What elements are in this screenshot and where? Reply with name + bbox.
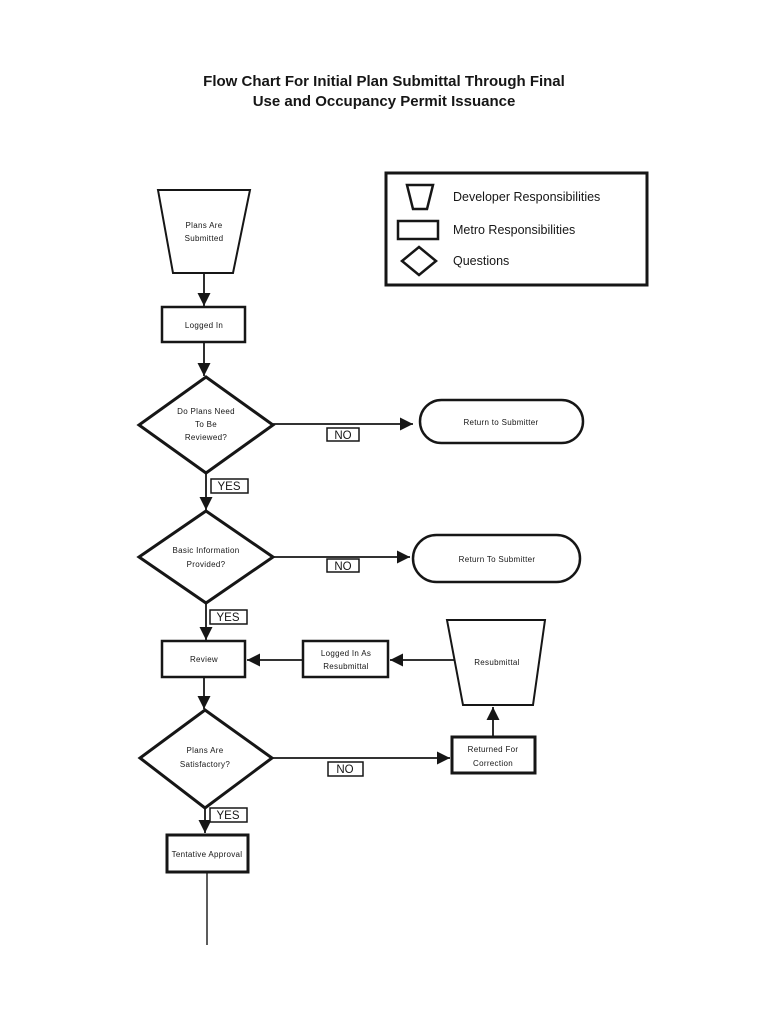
edge-label-yes-1: YES <box>210 478 249 494</box>
legend: Developer Responsibilities Metro Respons… <box>384 171 649 287</box>
diamond-shape <box>136 375 276 475</box>
legend-diamond-icon <box>400 245 438 277</box>
trapezoid-shape <box>445 619 547 706</box>
diamond-shape <box>136 509 276 605</box>
no-label-text: NO <box>334 430 351 442</box>
yes-label-text: YES <box>216 810 239 822</box>
decision-satisfactory-line-1: Plans Are <box>187 746 224 755</box>
node-resubmittal-label: Resubmittal <box>474 658 520 667</box>
decision-satisfactory-line-2: Satisfactory? <box>180 760 230 769</box>
no-label-text: NO <box>336 764 353 776</box>
stadium-shape <box>418 398 585 445</box>
decision-basic-info-line-1: Basic Information <box>173 546 240 555</box>
node-returned-for-correction: Returned For Correction <box>450 735 537 775</box>
terminator-return-to-submitter-1: Return to Submitter <box>418 398 585 445</box>
decision-basic-info: Basic Information Provided? <box>136 509 276 605</box>
node-logged-in-as-resubmittal: Logged In As Resubmittal <box>301 639 390 679</box>
node-tentative-approval: Tentative Approval <box>165 833 250 874</box>
node-returned-for-correction-line-1: Returned For <box>468 745 519 754</box>
node-tentative-approval-label: Tentative Approval <box>172 850 243 859</box>
rect-shape <box>160 305 247 344</box>
node-logged-in-label: Logged In <box>185 321 223 330</box>
yes-label-box <box>209 807 248 823</box>
yes-label-box <box>210 478 249 494</box>
legend-label-questions: Questions <box>453 254 509 268</box>
edge-label-yes-3: YES <box>209 807 248 823</box>
legend-label-developer: Developer Responsibilities <box>453 190 600 204</box>
decision-satisfactory: Plans Are Satisfactory? <box>137 708 275 810</box>
edge-label-yes-2: YES <box>209 609 248 625</box>
page-title-line-2: Use and Occupancy Permit Issuance <box>253 93 516 110</box>
no-label-box <box>326 558 360 573</box>
edge-label-no-2: NO <box>326 558 360 573</box>
no-label-box <box>326 427 360 442</box>
terminator-return-1-label: Return to Submitter <box>463 418 538 427</box>
edge-label-no-3: NO <box>327 761 364 777</box>
no-label-box <box>327 761 364 777</box>
decision-need-review-line-2: To Be <box>195 420 217 429</box>
terminator-return-2-label: Return To Submitter <box>459 555 536 564</box>
legend-rectangle-icon <box>396 219 440 241</box>
yes-label-box <box>209 609 248 625</box>
decision-need-review-line-1: Do Plans Need <box>177 407 235 416</box>
yes-label-text: YES <box>217 481 240 493</box>
decision-need-review-line-3: Reviewed? <box>185 433 228 442</box>
decision-need-review: Do Plans Need To Be Reviewed? <box>136 375 276 475</box>
legend-label-metro: Metro Responsibilities <box>453 223 575 237</box>
node-resubmittal: Resubmittal <box>445 619 547 706</box>
rect-shape <box>301 639 390 679</box>
legend-trapezoid-icon <box>405 183 435 211</box>
rect-shape <box>450 735 537 775</box>
decision-basic-info-line-2: Provided? <box>187 560 226 569</box>
node-logged-in-as-resubmittal-line-2: Resubmittal <box>323 662 369 671</box>
no-label-text: NO <box>334 561 351 573</box>
node-plans-submitted-line-2: Submitted <box>185 234 224 243</box>
terminator-return-to-submitter-2: Return To Submitter <box>411 533 582 584</box>
edge-label-no-1: NO <box>326 427 360 442</box>
node-review: Review <box>160 639 247 679</box>
node-plans-submitted-line-1: Plans Are <box>186 221 223 230</box>
rect-shape <box>165 833 250 874</box>
trapezoid-shape <box>156 189 252 274</box>
node-returned-for-correction-line-2: Correction <box>473 759 513 768</box>
node-logged-in-as-resubmittal-line-1: Logged In As <box>321 649 371 658</box>
rect-shape <box>160 639 247 679</box>
yes-label-text: YES <box>216 612 239 624</box>
node-plans-submitted: Plans Are Submitted <box>156 189 252 274</box>
node-review-label: Review <box>190 655 218 664</box>
page-title-line-1: Flow Chart For Initial Plan Submittal Th… <box>203 73 565 90</box>
node-logged-in: Logged In <box>160 305 247 344</box>
diamond-shape <box>137 708 275 810</box>
stadium-shape <box>411 533 582 584</box>
